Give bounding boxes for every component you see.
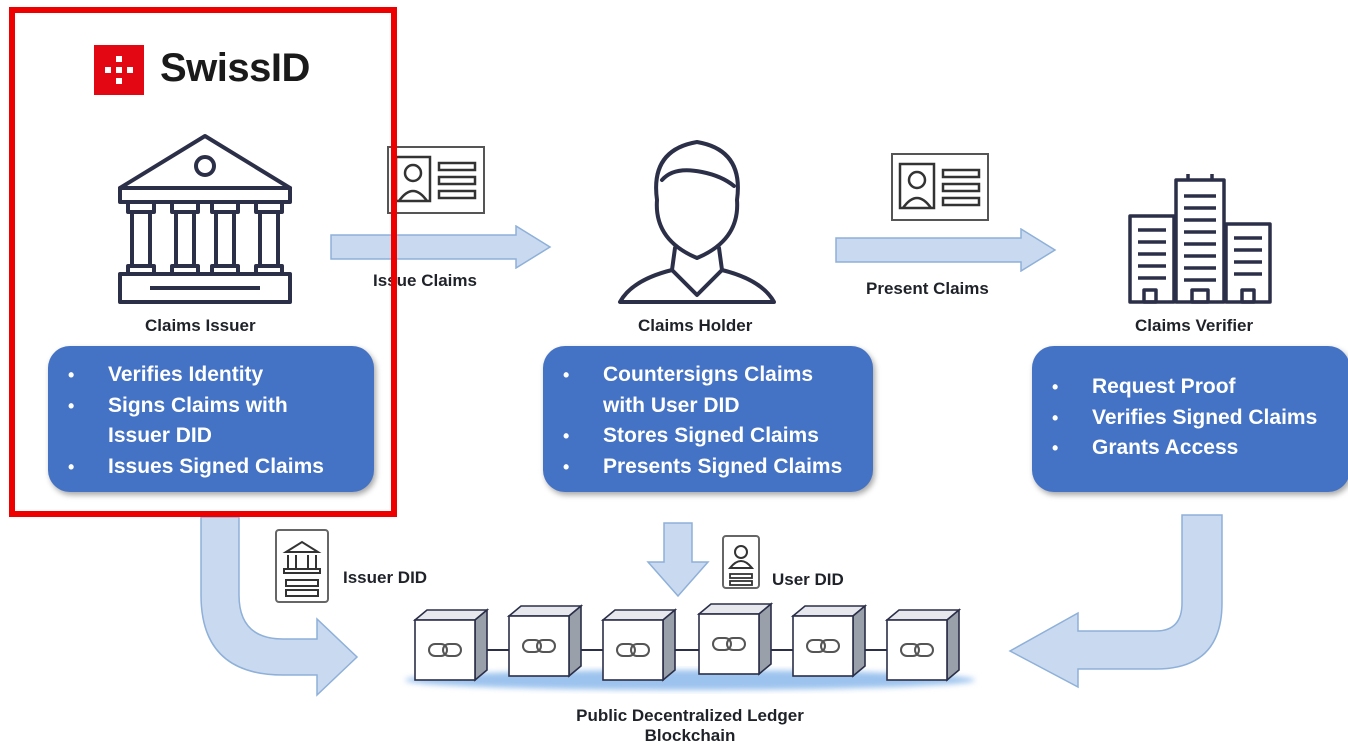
ledger-title-line2: Blockchain	[644, 726, 736, 745]
holder-bullet: Stores Signed Claims	[543, 421, 873, 452]
issuer-did-label: Issuer DID	[343, 568, 428, 587]
issuer-bullet: Issues Signed Claims	[48, 452, 374, 483]
ledger-block	[696, 602, 774, 676]
issuer-label: Claims Issuer	[145, 316, 256, 335]
verifier-bullet: Request Proof	[1032, 372, 1348, 403]
verifier-label: Claims Verifier	[1135, 316, 1254, 335]
bank-icon	[118, 134, 292, 304]
person-icon	[618, 140, 776, 304]
ledger-block	[790, 604, 868, 678]
ledger-block	[600, 608, 678, 682]
chain-link-icon	[522, 639, 556, 653]
ledger-title-line1: Public Decentralized Ledger	[576, 706, 804, 725]
id-card-icon	[387, 146, 485, 214]
holder-bullet: Countersigns Claims	[543, 360, 873, 391]
holder-box: Countersigns Claims with User DID Stores…	[543, 346, 873, 492]
verifier-bullet: Verifies Signed Claims	[1032, 403, 1348, 434]
issue-claims-arrow	[330, 225, 552, 269]
verifier-to-ledger-arrow	[1008, 514, 1223, 689]
swissid-logo-mark	[94, 45, 144, 95]
issuer-bullet: Signs Claims with	[48, 391, 374, 422]
holder-label: Claims Holder	[638, 316, 753, 335]
issuer-bullet: Verifies Identity	[48, 360, 374, 391]
chain-link-icon	[806, 639, 840, 653]
issuer-to-ledger-arrow	[200, 516, 359, 697]
verifier-bullet: Grants Access	[1032, 433, 1348, 464]
issuer-did-card-icon	[275, 529, 329, 603]
present-claims-label: Present Claims	[866, 279, 989, 298]
chain-link-icon	[428, 643, 462, 657]
blockchain	[405, 602, 975, 690]
ledger-block	[412, 608, 490, 682]
ledger-block	[506, 604, 584, 678]
issue-claims-label: Issue Claims	[373, 271, 477, 290]
issuer-box: Verifies Identity Signs Claims with Issu…	[48, 346, 374, 492]
ledger-block	[884, 608, 962, 682]
chain-link-icon	[900, 643, 934, 657]
holder-to-ledger-arrow	[646, 522, 710, 598]
issuer-bullet-continuation: Issuer DID	[108, 424, 212, 447]
user-did-label: User DID	[772, 570, 844, 589]
holder-bullet: Presents Signed Claims	[543, 452, 873, 483]
brand-name: SwissID	[160, 46, 310, 90]
buildings-icon	[1128, 174, 1272, 304]
present-claims-arrow	[835, 228, 1057, 272]
verifier-box: Request Proof Verifies Signed Claims Gra…	[1032, 346, 1348, 492]
user-did-card-icon	[722, 535, 760, 589]
chain-link-icon	[712, 637, 746, 651]
chain-link-icon	[616, 643, 650, 657]
holder-bullet-continuation: with User DID	[603, 393, 740, 417]
id-card-icon	[891, 153, 989, 221]
